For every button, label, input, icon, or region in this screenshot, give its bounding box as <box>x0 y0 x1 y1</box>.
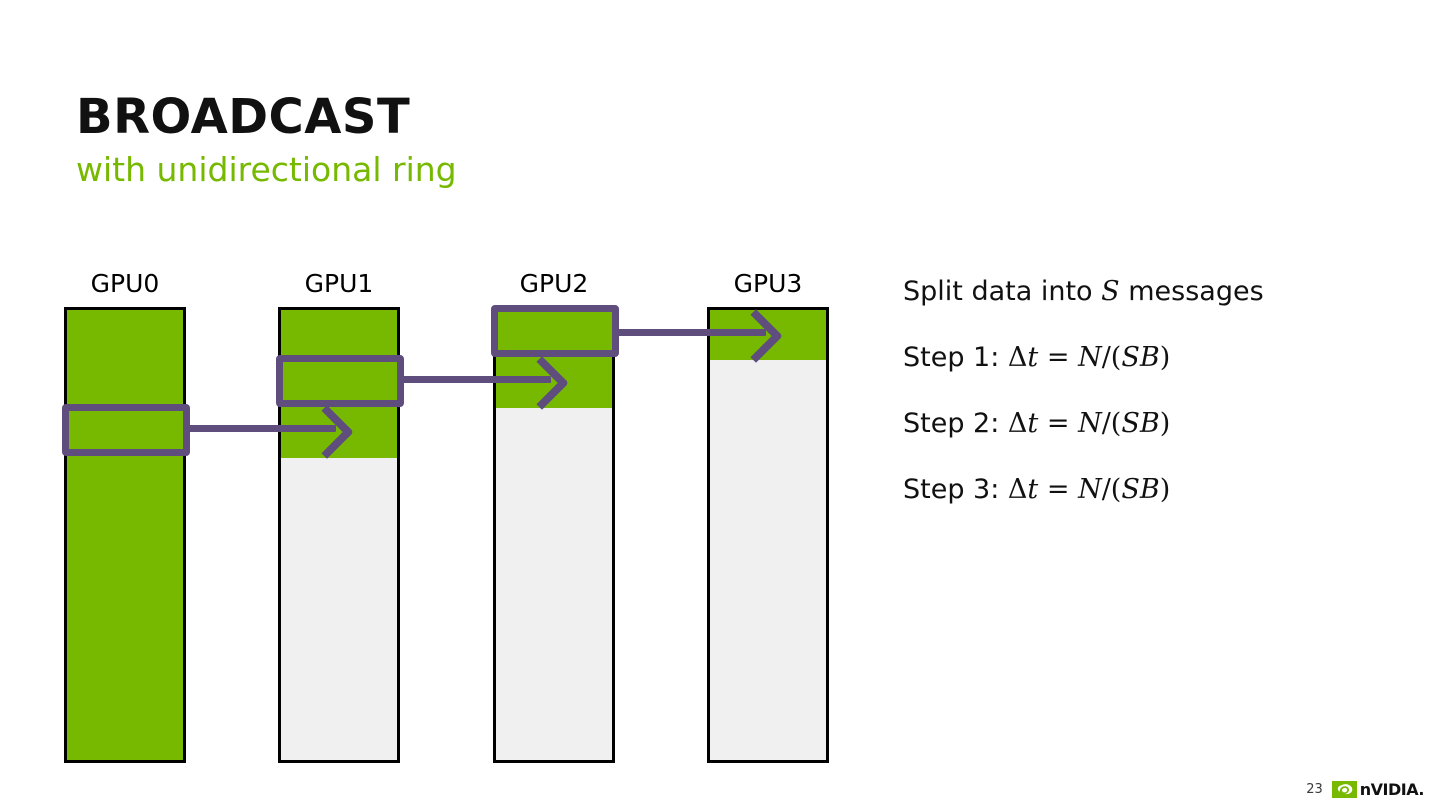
note-step1-t: t <box>1027 342 1039 373</box>
gpu-fill-2 <box>496 310 612 408</box>
message-box-gpu0 <box>62 404 190 456</box>
page-number: 23 <box>1306 782 1323 797</box>
note-step3-b: B <box>1139 474 1160 505</box>
nvidia-wordmark: nVIDIA. <box>1359 779 1425 799</box>
notes-panel: Split data into S messages Step 1: Δt = … <box>903 278 1403 542</box>
note-step2-n: N <box>1078 408 1102 439</box>
nvidia-logo: nVIDIA. <box>1331 779 1425 799</box>
nvidia-eye-icon <box>1331 781 1357 798</box>
page-subtitle: with unidirectional ring <box>76 150 457 190</box>
note-step1-slash: /( <box>1101 342 1122 373</box>
title-block: BROADCAST with unidirectional ring <box>76 89 836 190</box>
note-step1-n: N <box>1078 342 1102 373</box>
arrow-shaft-gpu0-gpu1 <box>186 425 336 432</box>
gpu-column-2 <box>493 307 615 763</box>
note-step2-slash: /( <box>1101 408 1122 439</box>
note-step3-delta: Δ <box>1007 474 1028 505</box>
note-step2-eq: = <box>1038 408 1079 439</box>
note-step2-close: ) <box>1159 408 1171 439</box>
note-split-var-s: S <box>1101 276 1120 307</box>
note-split-prefix: Split data into <box>903 276 1102 307</box>
note-step1-s: S <box>1121 342 1140 373</box>
note-step1-b: B <box>1139 342 1160 373</box>
note-step3-label: Step 3: <box>903 474 1008 505</box>
note-line-step-3: Step 3: Δt = N/(SB) <box>903 476 1403 503</box>
gpu-column-1 <box>278 307 400 763</box>
gpu-label-3: GPU3 <box>733 269 803 298</box>
note-step1-label: Step 1: <box>903 342 1008 373</box>
slide-footer: 23 nVIDIA. <box>1306 779 1425 799</box>
note-step1-eq: = <box>1038 342 1079 373</box>
note-line-step-2: Step 2: Δt = N/(SB) <box>903 410 1403 437</box>
message-box-gpu2 <box>491 305 619 357</box>
note-step2-b: B <box>1139 408 1160 439</box>
gpu-fill-1 <box>281 310 397 458</box>
note-step2-s: S <box>1121 408 1140 439</box>
note-step3-s: S <box>1121 474 1140 505</box>
gpu-label-0: GPU0 <box>90 269 160 298</box>
note-step3-eq: = <box>1038 474 1079 505</box>
arrow-shaft-gpu1-gpu2 <box>400 376 551 383</box>
page-title: BROADCAST <box>76 89 411 145</box>
message-box-gpu1 <box>276 355 404 407</box>
gpu-fill-0 <box>67 310 183 760</box>
note-step2-t: t <box>1027 408 1039 439</box>
note-step3-n: N <box>1078 474 1102 505</box>
note-line-step-1: Step 1: Δt = N/(SB) <box>903 344 1403 371</box>
gpu-column-0 <box>64 307 186 763</box>
gpu-label-2: GPU2 <box>519 269 589 298</box>
note-step1-delta: Δ <box>1007 342 1028 373</box>
note-line-split: Split data into S messages <box>903 278 1403 305</box>
gpu-column-3 <box>707 307 829 763</box>
arrow-shaft-gpu2-gpu3 <box>614 329 766 336</box>
note-step3-close: ) <box>1159 474 1171 505</box>
note-step2-label: Step 2: <box>903 408 1008 439</box>
gpu-label-1: GPU1 <box>304 269 374 298</box>
broadcast-ring-diagram: GPU0 GPU1 GPU2 GPU3 <box>62 269 829 763</box>
note-step3-slash: /( <box>1101 474 1122 505</box>
note-step1-close: ) <box>1159 342 1171 373</box>
note-split-suffix: messages <box>1119 276 1264 307</box>
note-step2-delta: Δ <box>1007 408 1028 439</box>
note-step3-t: t <box>1027 474 1039 505</box>
